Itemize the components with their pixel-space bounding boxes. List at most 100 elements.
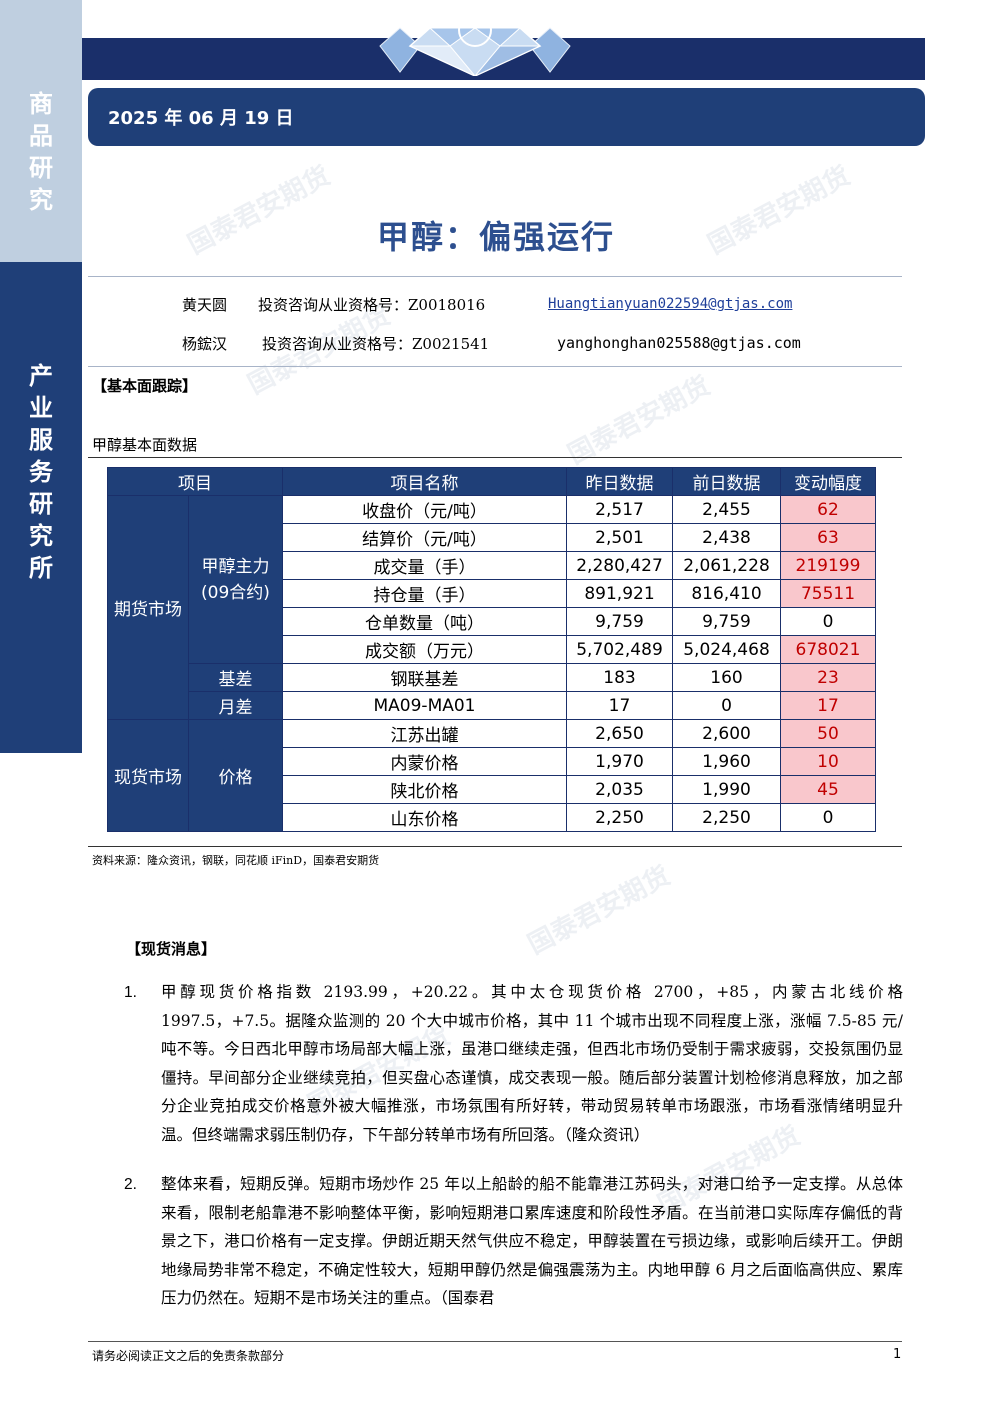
table-row: 成交额（万元） 5,702,489 5,024,468 678021 bbox=[108, 635, 876, 664]
col-header: 昨日数据 bbox=[566, 467, 673, 496]
section-heading-spot: 【现货消息】 bbox=[126, 940, 217, 958]
table-row: 基差 钢联基差 183 160 23 bbox=[108, 663, 876, 692]
row-name: 山东价格 bbox=[282, 803, 567, 832]
cell-yesterday: 2,501 bbox=[566, 523, 673, 552]
report-date: 2025 年 06 月 19 日 bbox=[108, 108, 294, 129]
row-name: 收盘价（元/吨） bbox=[282, 495, 567, 524]
author-qualification: 投资咨询从业资格号：Z0021541 bbox=[262, 335, 490, 353]
cell-change: 678021 bbox=[780, 635, 876, 664]
fundamentals-table: 项目 项目名称 昨日数据 前日数据 变动幅度 期货市场 甲醇主力 (09合约) … bbox=[107, 467, 876, 832]
paragraph: 整体来看，短期反弹。短期市场炒作 25 年以上船龄的船不能靠港江苏码头，对港口给… bbox=[161, 1175, 903, 1307]
cell-previous: 2,250 bbox=[672, 803, 781, 832]
table-source: 资料来源：隆众资讯，钢联，同花顺 iFinD，国泰君安期货 bbox=[92, 854, 380, 867]
sidebar-bottom: 产业 服务 研究 所 bbox=[0, 262, 82, 753]
sidebar-top: 商品 研究 bbox=[0, 0, 82, 262]
group-label: 期货市场 bbox=[107, 495, 189, 720]
cell-change: 0 bbox=[780, 607, 876, 636]
page-number: 1 bbox=[893, 1347, 902, 1362]
author-email: yanghonghan025588@gtjas.com bbox=[557, 334, 801, 352]
date-banner: 2025 年 06 月 19 日 bbox=[88, 88, 925, 146]
cell-previous: 0 bbox=[672, 691, 781, 720]
cell-yesterday: 5,702,489 bbox=[566, 635, 673, 664]
cell-previous: 1,990 bbox=[672, 775, 781, 804]
sidebar-label-institute: 产业 服务 研究 所 bbox=[29, 361, 53, 582]
cell-change: 23 bbox=[780, 663, 876, 692]
subgroup-label: 价格 bbox=[188, 719, 283, 832]
cell-yesterday: 2,280,427 bbox=[566, 551, 673, 580]
table-row: 现货市场 价格 江苏出罐 2,650 2,600 50 bbox=[107, 719, 876, 832]
row-name: 仓单数量（吨） bbox=[282, 607, 567, 636]
group-label: 现货市场 bbox=[107, 719, 189, 832]
cell-previous: 2,600 bbox=[672, 719, 781, 748]
divider bbox=[88, 366, 902, 367]
author-row: 黄天圆 bbox=[182, 294, 227, 315]
table-header-row: 项目 项目名称 昨日数据 前日数据 变动幅度 bbox=[107, 467, 876, 496]
table-row: 持仓量（手） 891,921 816,410 75511 bbox=[108, 579, 876, 608]
cell-change: 0 bbox=[780, 803, 876, 832]
section-heading-fundamentals: 【基本面跟踪】 bbox=[92, 377, 198, 395]
col-header: 前日数据 bbox=[672, 467, 781, 496]
col-header: 变动幅度 bbox=[780, 467, 876, 496]
cell-previous: 160 bbox=[672, 663, 781, 692]
cell-change: 62 bbox=[780, 495, 876, 524]
table-row: 期货市场 甲醇主力 (09合约) 收盘价（元/吨） 2,517 2,455 62 bbox=[107, 495, 876, 720]
divider bbox=[88, 276, 902, 277]
row-name: 江苏出罐 bbox=[282, 719, 567, 748]
cell-change: 10 bbox=[780, 747, 876, 776]
author-qualification: 投资咨询从业资格号：Z0018016 bbox=[258, 296, 486, 314]
table-row: 仓单数量（吨） 9,759 9,759 0 bbox=[108, 607, 876, 636]
watermark: 国泰君安期货 bbox=[523, 860, 676, 961]
author-email-link[interactable]: Huangtianyuan022594@gtjas.com bbox=[548, 296, 793, 312]
cell-previous: 1,960 bbox=[672, 747, 781, 776]
subgroup-label: 月差 bbox=[188, 691, 283, 720]
subgroup-label: 甲醇主力 (09合约) bbox=[188, 495, 283, 664]
cell-yesterday: 2,650 bbox=[566, 719, 673, 748]
row-name: 结算价（元/吨） bbox=[282, 523, 567, 552]
row-name: MA09-MA01 bbox=[282, 691, 567, 720]
report-title: 甲醇：偏强运行 bbox=[376, 218, 615, 256]
divider bbox=[88, 846, 902, 847]
table-row: 陕北价格 2,035 1,990 45 bbox=[108, 775, 876, 804]
author-name: 杨鋐汉 bbox=[182, 335, 228, 353]
cell-yesterday: 9,759 bbox=[566, 607, 673, 636]
row-name: 成交额（万元） bbox=[282, 635, 567, 664]
watermark: 国泰君安期货 bbox=[563, 370, 716, 471]
cell-previous: 5,024,468 bbox=[672, 635, 781, 664]
table-row: 成交量（手） 2,280,427 2,061,228 219199 bbox=[108, 551, 876, 580]
table-row: 结算价（元/吨） 2,501 2,438 63 bbox=[108, 523, 876, 552]
table-row: 内蒙价格 1,970 1,960 10 bbox=[108, 747, 876, 776]
cell-previous: 816,410 bbox=[672, 579, 781, 608]
cell-change: 45 bbox=[780, 775, 876, 804]
row-name: 成交量（手） bbox=[282, 551, 567, 580]
author-name: 黄天圆 bbox=[182, 296, 228, 314]
cell-yesterday: 2,035 bbox=[566, 775, 673, 804]
row-name: 持仓量（手） bbox=[282, 579, 567, 608]
cell-yesterday: 183 bbox=[566, 663, 673, 692]
col-header: 项目 bbox=[107, 467, 283, 496]
cell-previous: 2,455 bbox=[672, 495, 781, 524]
cell-previous: 2,061,228 bbox=[672, 551, 781, 580]
row-name: 钢联基差 bbox=[282, 663, 567, 692]
row-name: 内蒙价格 bbox=[282, 747, 567, 776]
divider bbox=[88, 457, 902, 458]
row-name: 陕北价格 bbox=[282, 775, 567, 804]
subgroup-label: 基差 bbox=[188, 663, 283, 692]
paragraph: 甲醇现货价格指数 2193.99，+20.22。其中太仓现货价格 2700，+8… bbox=[161, 983, 903, 1144]
footer-disclaimer: 请务必阅读正文之后的免责条款部分 bbox=[92, 1349, 285, 1363]
cell-change: 17 bbox=[780, 691, 876, 720]
list-number: 2. bbox=[124, 1176, 137, 1193]
cell-yesterday: 1,970 bbox=[566, 747, 673, 776]
cell-yesterday: 2,250 bbox=[566, 803, 673, 832]
sidebar-label-commodity: 商品 研究 bbox=[29, 89, 53, 214]
cell-change: 75511 bbox=[780, 579, 876, 608]
cell-yesterday: 891,921 bbox=[566, 579, 673, 608]
cell-change: 219199 bbox=[780, 551, 876, 580]
cell-previous: 2,438 bbox=[672, 523, 781, 552]
cell-yesterday: 2,517 bbox=[566, 495, 673, 524]
list-number: 1. bbox=[124, 984, 137, 1001]
footer-divider bbox=[88, 1341, 902, 1342]
cell-change: 63 bbox=[780, 523, 876, 552]
table-caption: 甲醇基本面数据 bbox=[92, 436, 198, 454]
table-row: 月差 MA09-MA01 17 0 17 bbox=[108, 691, 876, 720]
cell-previous: 9,759 bbox=[672, 607, 781, 636]
